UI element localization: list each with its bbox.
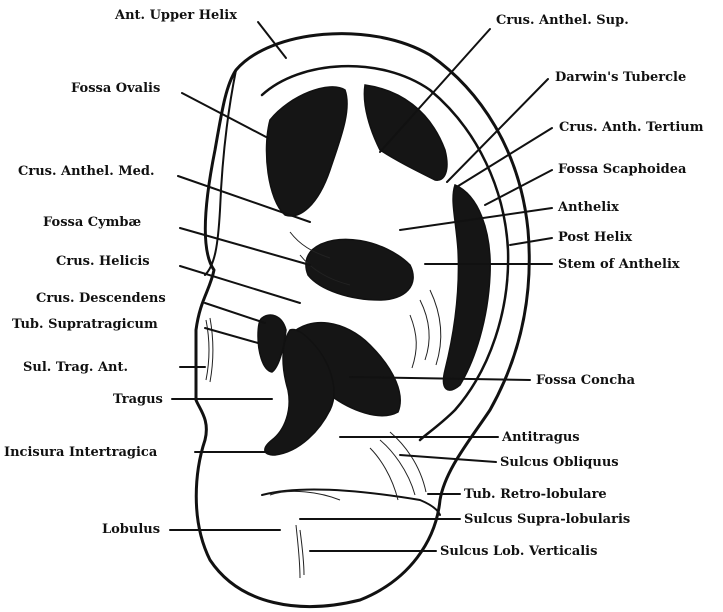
label-fossa-scaphoidea: Fossa Scaphoidea — [558, 162, 687, 177]
label-sul-trag-ant: Sul. Trag. Ant. — [23, 360, 128, 375]
leader-darwins-tubercle — [447, 79, 548, 182]
shaded-fossae — [258, 85, 490, 455]
label-fossa-cymbae: Fossa Cymbæ — [43, 215, 142, 230]
leader-crus-descendens — [205, 303, 265, 323]
label-anthelix: Anthelix — [557, 200, 619, 215]
fossa-scaphoidea-shading — [443, 185, 490, 390]
label-crus-anthel-sup: Crus. Anthel. Sup. — [496, 13, 629, 28]
label-crus-descendens: Crus. Descendens — [36, 291, 166, 306]
fossa-cymbae-shading — [306, 239, 413, 300]
label-ant-upper-helix: Ant. Upper Helix — [114, 8, 237, 23]
leader-crus-helicis — [180, 266, 300, 303]
leader-ant-upper-helix — [258, 22, 286, 58]
label-crus-helicis: Crus. Helicis — [56, 254, 150, 269]
label-crus-anth-tertium: Crus. Anth. Tertium — [559, 120, 704, 135]
label-lobulus: Lobulus — [102, 522, 160, 537]
label-fossa-concha: Fossa Concha — [536, 373, 636, 388]
lobule-crease — [262, 490, 440, 515]
fossa-scaphoidea-upper-shading — [364, 85, 447, 180]
label-tragus: Tragus — [113, 392, 163, 407]
label-sulcus-supra-lobularis: Sulcus Supra-lobularis — [464, 512, 630, 527]
label-incisura-intertragica: Incisura Intertragica — [4, 445, 158, 460]
fossa-ovalis-shading — [266, 87, 347, 216]
label-tub-retro-lobulare: Tub. Retro-lobulare — [464, 487, 607, 502]
label-darwins-tubercle: Darwin's Tubercle — [555, 70, 686, 85]
leader-fossa-cymbae — [180, 228, 310, 265]
label-sulcus-lob-verticalis: Sulcus Lob. Verticalis — [440, 544, 597, 559]
leader-post-helix — [510, 238, 552, 245]
label-sulcus-obliquus: Sulcus Obliquus — [500, 455, 619, 470]
label-stem-of-anthelix: Stem of Anthelix — [558, 257, 680, 272]
label-tub-supratragicum: Tub. Supratragicum — [12, 317, 158, 332]
label-fossa-ovalis: Fossa Ovalis — [71, 81, 160, 96]
label-crus-anthel-med: Crus. Anthel. Med. — [18, 164, 155, 179]
label-post-helix: Post Helix — [558, 230, 632, 245]
label-antitragus: Antitragus — [501, 430, 580, 445]
incisura-shading — [258, 315, 286, 372]
